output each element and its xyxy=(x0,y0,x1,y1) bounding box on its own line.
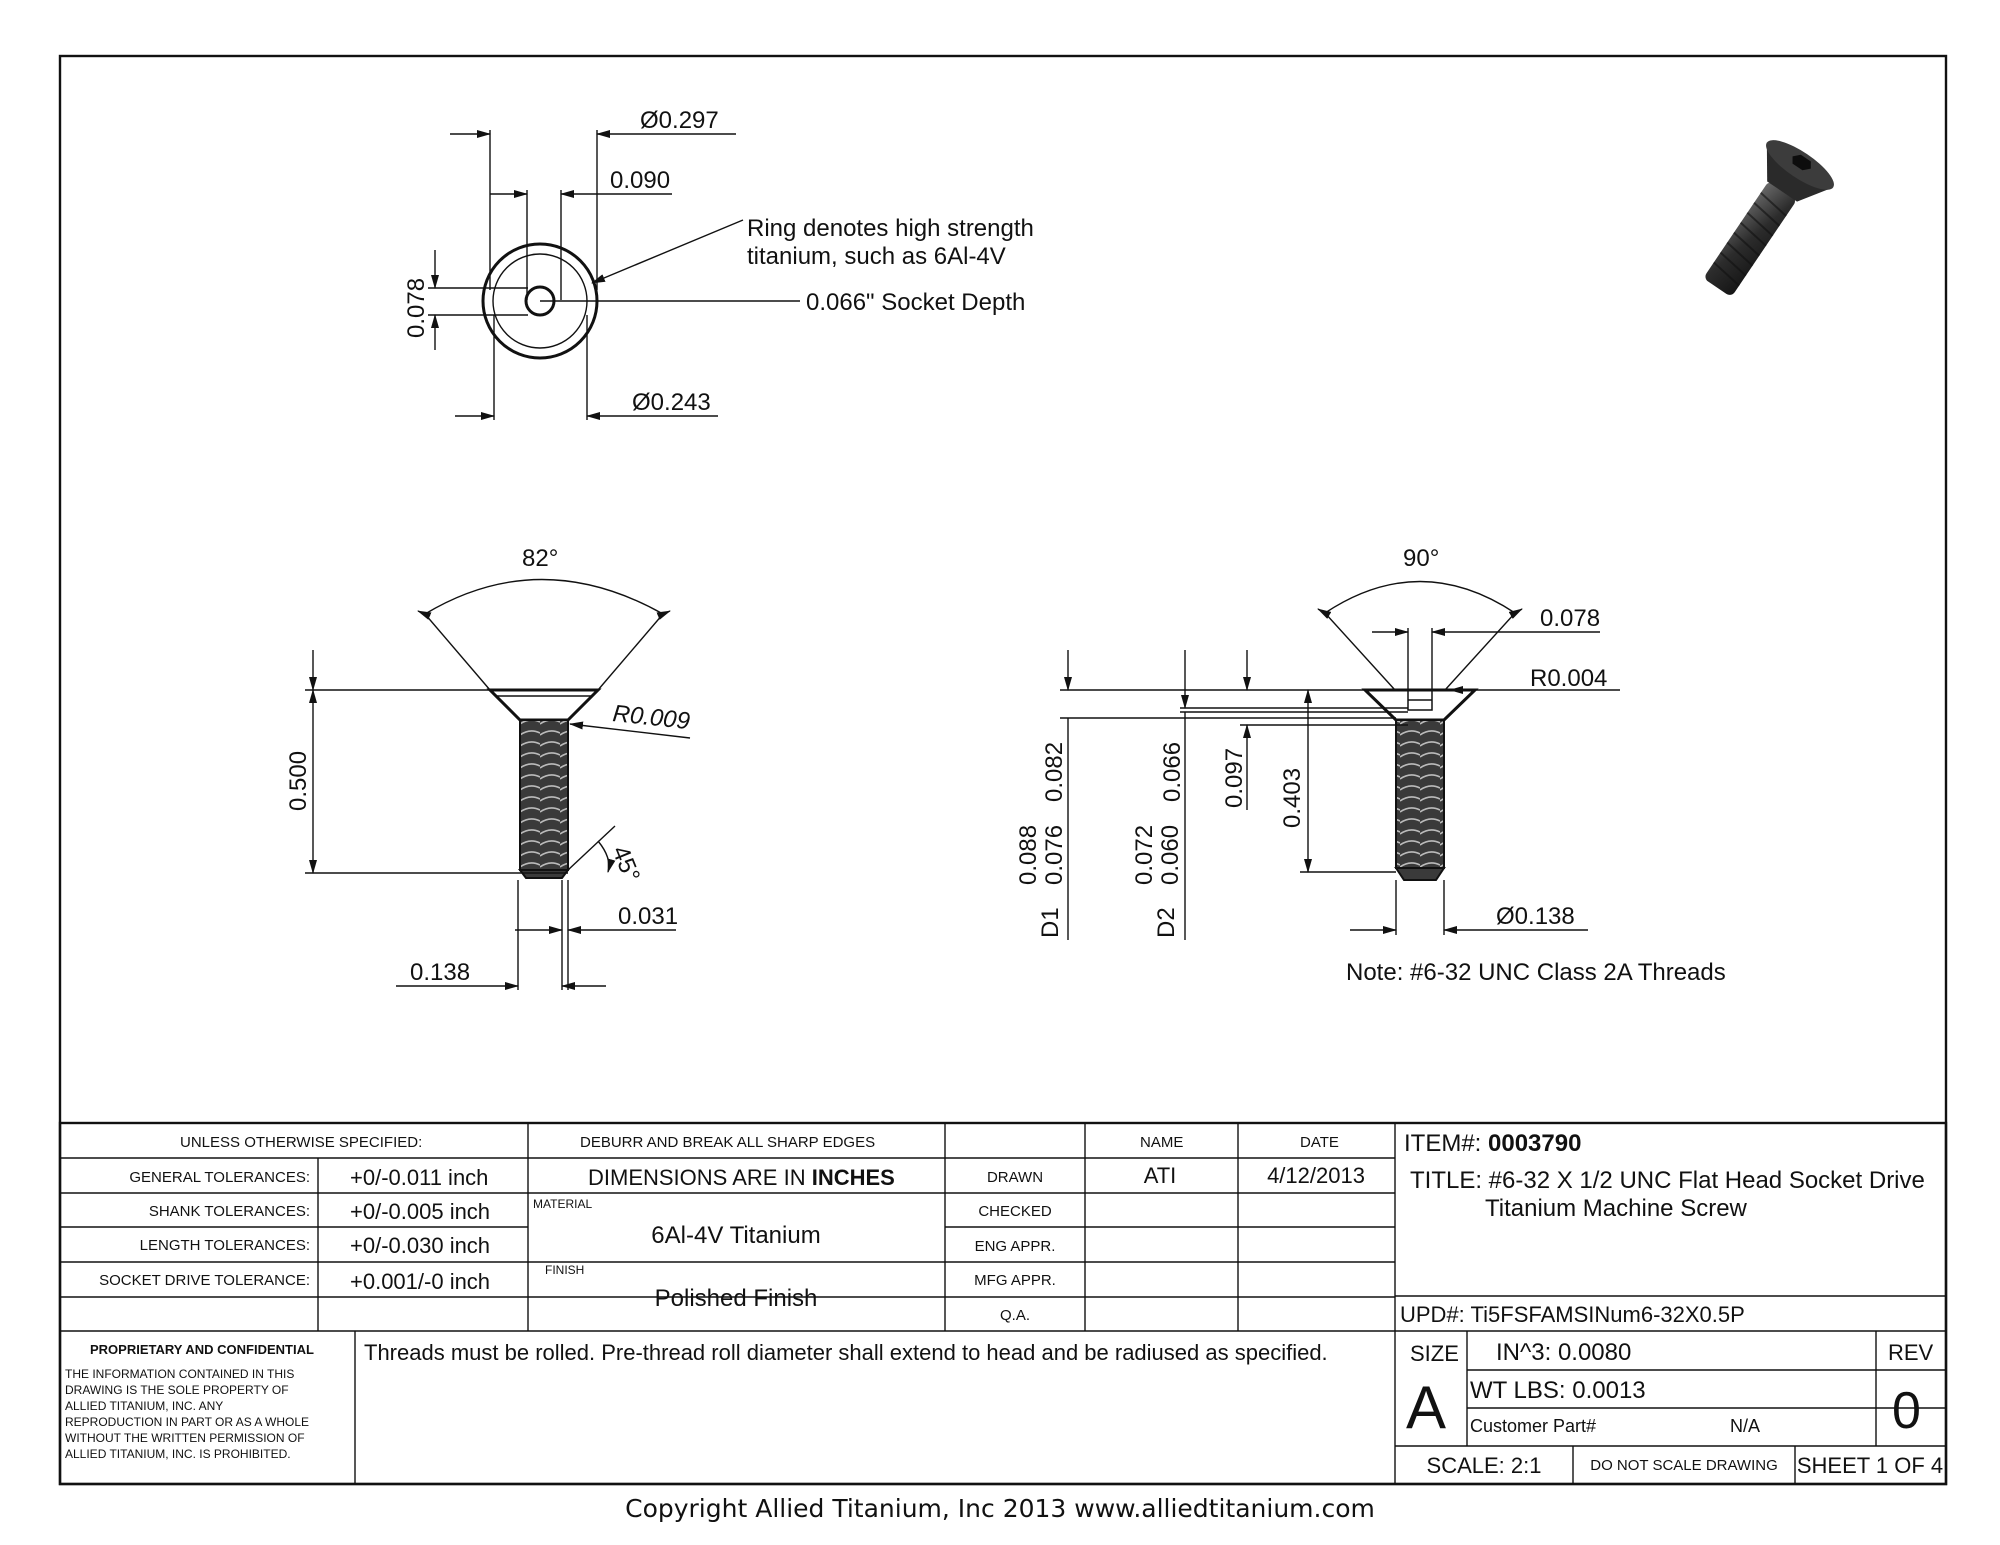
tb-gen-tol: +0/-0.011 inch xyxy=(350,1165,488,1190)
label-d2: D2 xyxy=(1153,907,1180,938)
dim-d1-0076: 0.076 xyxy=(1041,825,1068,885)
tb-material: 6Al-4V Titanium xyxy=(651,1222,820,1249)
tb-deburr: DEBURR AND BREAK ALL SHARP EDGES xyxy=(580,1134,875,1151)
tb-proprietary-line: REPRODUCTION IN PART OR AS A WHOLE xyxy=(65,1415,309,1429)
tb-material-label: MATERIAL xyxy=(533,1197,592,1211)
dim-chamfer-0031: 0.031 xyxy=(618,903,678,930)
dim-0403: 0.403 xyxy=(1279,768,1306,828)
tb-customer-part-val: N/A xyxy=(1730,1416,1760,1436)
tb-proprietary-line: ALLIED TITANIUM, INC. IS PROHIBITED. xyxy=(65,1447,291,1461)
socket-depth-note: 0.066" Socket Depth xyxy=(806,289,1025,316)
side-view-left: 82° R0.009 0.500 45° 0.031 0.138 xyxy=(285,545,691,990)
dim-dia-0297: Ø0.297 xyxy=(640,107,719,134)
dim-chamfer-angle: 45° xyxy=(606,842,645,886)
dim-d2-0072: 0.072 xyxy=(1131,825,1158,885)
dim-d1-0082: 0.082 xyxy=(1041,742,1068,802)
tb-drawn: DRAWN xyxy=(987,1169,1043,1186)
tb-size: A xyxy=(1406,1374,1446,1441)
tb-shank-tol: +0/-0.005 inch xyxy=(350,1199,490,1224)
tb-proprietary-line: WITHOUT THE WRITTEN PERMISSION OF xyxy=(65,1431,305,1445)
tb-date-hdr: DATE xyxy=(1300,1134,1339,1151)
tb-rev-label: REV xyxy=(1888,1340,1934,1365)
dim-dia-0138: Ø0.138 xyxy=(1496,903,1575,930)
tb-scale: SCALE: 2:1 xyxy=(1427,1453,1542,1478)
dim-d2-0060: 0.060 xyxy=(1157,825,1184,885)
tb-title-line1: TITLE: #6-32 X 1/2 UNC Flat Head Socket … xyxy=(1410,1167,1925,1194)
side-view-right: 90° 0.078 R0.004 0.082 0.088 0.076 D1 xyxy=(1015,545,1726,986)
tb-drawn-name: ATI xyxy=(1144,1163,1177,1188)
tb-qa: Q.A. xyxy=(1000,1307,1030,1324)
tb-checked: CHECKED xyxy=(978,1203,1052,1220)
bolt-3d-image xyxy=(1705,140,1834,295)
tb-mfg-appr: MFG APPR. xyxy=(974,1272,1056,1289)
tb-proprietary-line: ALLIED TITANIUM, INC. ANY xyxy=(65,1399,223,1413)
dim-length-0500: 0.500 xyxy=(285,751,312,811)
tb-socket-tol-label: SOCKET DRIVE TOLERANCE: xyxy=(99,1272,310,1289)
copyright-footer: Copyright Allied Titanium, Inc 2013 www.… xyxy=(625,1494,1375,1523)
tb-socket-tol: +0.001/-0 inch xyxy=(350,1269,490,1294)
tb-in3: IN^3: 0.0080 xyxy=(1496,1339,1631,1366)
thread-note: Note: #6-32 UNC Class 2A Threads xyxy=(1346,959,1726,986)
dim-socket-0078: 0.078 xyxy=(1540,605,1600,632)
sheet-border xyxy=(58,54,1948,1486)
tb-proprietary-line: THE INFORMATION CONTAINED IN THIS xyxy=(65,1367,294,1381)
tb-item: ITEM#: 0003790 xyxy=(1404,1130,1581,1157)
tb-upd: UPD#: Ti5FSFAMSINum6-32X0.5P xyxy=(1400,1302,1745,1327)
dim-radius-r0004: R0.004 xyxy=(1530,665,1607,692)
tb-finish: Polished Finish xyxy=(655,1285,818,1312)
tb-rev: 0 xyxy=(1892,1382,1921,1440)
dim-socket-0090: 0.090 xyxy=(610,167,670,194)
top-view: Ø0.297 0.090 Ring denotes high strength … xyxy=(403,107,1034,420)
dim-d2-0066: 0.066 xyxy=(1159,742,1186,802)
ring-note-line1: Ring denotes high strength xyxy=(747,215,1034,242)
tb-sheet: SHEET 1 OF 4 xyxy=(1797,1453,1943,1478)
tb-wt: WT LBS: 0.0013 xyxy=(1470,1377,1646,1404)
dim-0097: 0.097 xyxy=(1221,748,1248,808)
ring-note-line2: titanium, such as 6Al-4V xyxy=(747,243,1006,270)
tb-unless: UNLESS OTHERWISE SPECIFIED: xyxy=(180,1134,422,1151)
tb-threads-note: Threads must be rolled. Pre-thread roll … xyxy=(364,1340,1328,1365)
title-block: UNLESS OTHERWISE SPECIFIED: DEBURR AND B… xyxy=(58,1121,1948,1486)
dim-dia-0243: Ø0.243 xyxy=(632,389,711,416)
tb-customer-part: Customer Part# xyxy=(1470,1416,1596,1436)
tb-name-hdr: NAME xyxy=(1140,1134,1183,1151)
dim-angle-90: 90° xyxy=(1403,545,1439,572)
label-d1: D1 xyxy=(1037,907,1064,938)
tb-proprietary-line: DRAWING IS THE SOLE PROPERTY OF xyxy=(65,1383,289,1397)
tb-drawn-date: 4/12/2013 xyxy=(1267,1163,1365,1188)
tb-dims-in: DIMENSIONS ARE IN INCHES xyxy=(588,1165,895,1190)
dim-hex-0078: 0.078 xyxy=(403,278,430,338)
tb-proprietary-hdr: PROPRIETARY AND CONFIDENTIAL xyxy=(90,1342,314,1357)
tb-do-not-scale: DO NOT SCALE DRAWING xyxy=(1590,1457,1778,1474)
dim-shank-0138: 0.138 xyxy=(410,959,470,986)
tb-finish-label: FINISH xyxy=(545,1263,584,1277)
dim-angle-82: 82° xyxy=(522,545,558,572)
tb-gen-tol-label: GENERAL TOLERANCES: xyxy=(129,1169,310,1186)
tb-title-line2: Titanium Machine Screw xyxy=(1485,1195,1748,1222)
tb-size-label: SIZE xyxy=(1410,1341,1459,1366)
dim-d1-0088: 0.088 xyxy=(1015,825,1042,885)
tb-length-tol-label: LENGTH TOLERANCES: xyxy=(140,1237,310,1254)
tb-shank-tol-label: SHANK TOLERANCES: xyxy=(149,1203,310,1220)
tb-eng-appr: ENG APPR. xyxy=(975,1238,1056,1255)
tb-length-tol: +0/-0.030 inch xyxy=(350,1233,490,1258)
